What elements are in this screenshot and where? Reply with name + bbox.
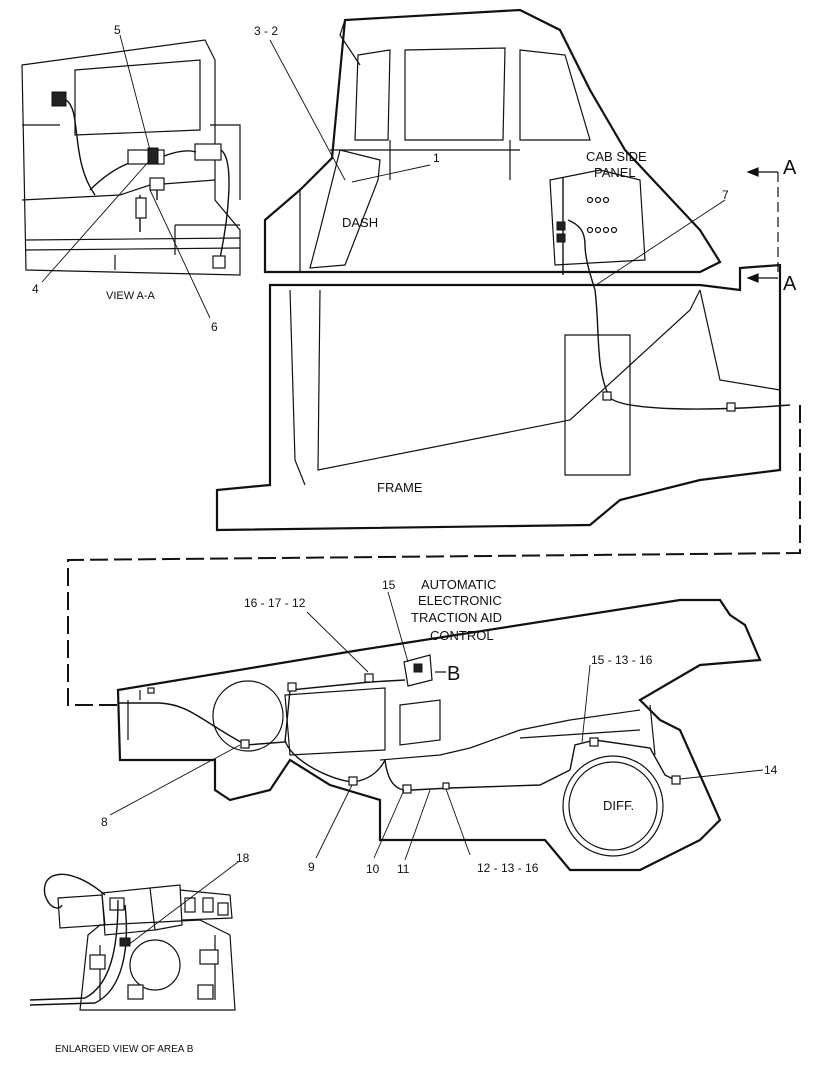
view-aa-group: 5 4 6 VIEW A-A: [21, 23, 241, 334]
aetac-line3: TRACTION AID: [411, 610, 502, 625]
callout-3-2: 3 - 2: [254, 24, 278, 38]
frame-label: FRAME: [377, 480, 423, 495]
callout-15-13-16: 15 - 13 - 16: [591, 653, 653, 667]
aetac-line2: ELECTRONIC: [418, 593, 502, 608]
callout-9: 9: [308, 860, 315, 874]
cab-side-label: CAB SIDE: [586, 149, 647, 164]
callout-10: 10: [366, 862, 380, 876]
enlarged-view-b-group: 18 ENLARGED VIEW OF AREA B: [29, 851, 250, 1055]
callout-14: 14: [764, 763, 778, 777]
diff-label: DIFF.: [603, 798, 634, 813]
callout-6: 6: [211, 320, 218, 334]
view-aa-label: VIEW A-A: [106, 290, 156, 302]
callout-4: 4: [32, 282, 39, 296]
aetac-line4: CONTROL: [430, 628, 494, 643]
callout-1: 1: [433, 151, 440, 165]
callout-15-top: 15: [382, 578, 396, 592]
panel-label: PANEL: [594, 165, 636, 180]
aetac-line1: AUTOMATIC: [421, 577, 496, 592]
callout-5: 5: [114, 23, 121, 37]
area-b-marker: B: [447, 663, 460, 685]
callout-16-17-12: 16 - 17 - 12: [244, 596, 306, 610]
chassis-group: DIFF. B AUTOMATIC ELECTRONIC TRACTION AI…: [101, 577, 778, 876]
callout-12-13-16: 12 - 13 - 16: [477, 861, 539, 875]
cab-frame-group: DASH CAB SIDE PANEL FRAME 3 - 2 1 7 A A: [215, 8, 797, 532]
section-a-top: A: [783, 157, 797, 179]
callout-18: 18: [236, 851, 250, 865]
callout-8: 8: [101, 815, 108, 829]
section-a-bottom: A: [783, 273, 797, 295]
enlarged-view-label: ENLARGED VIEW OF AREA B: [55, 1044, 194, 1055]
dash-label: DASH: [342, 215, 378, 230]
callout-11: 11: [397, 862, 410, 876]
callout-7: 7: [722, 188, 729, 202]
harness-route-dashed: [67, 405, 801, 706]
